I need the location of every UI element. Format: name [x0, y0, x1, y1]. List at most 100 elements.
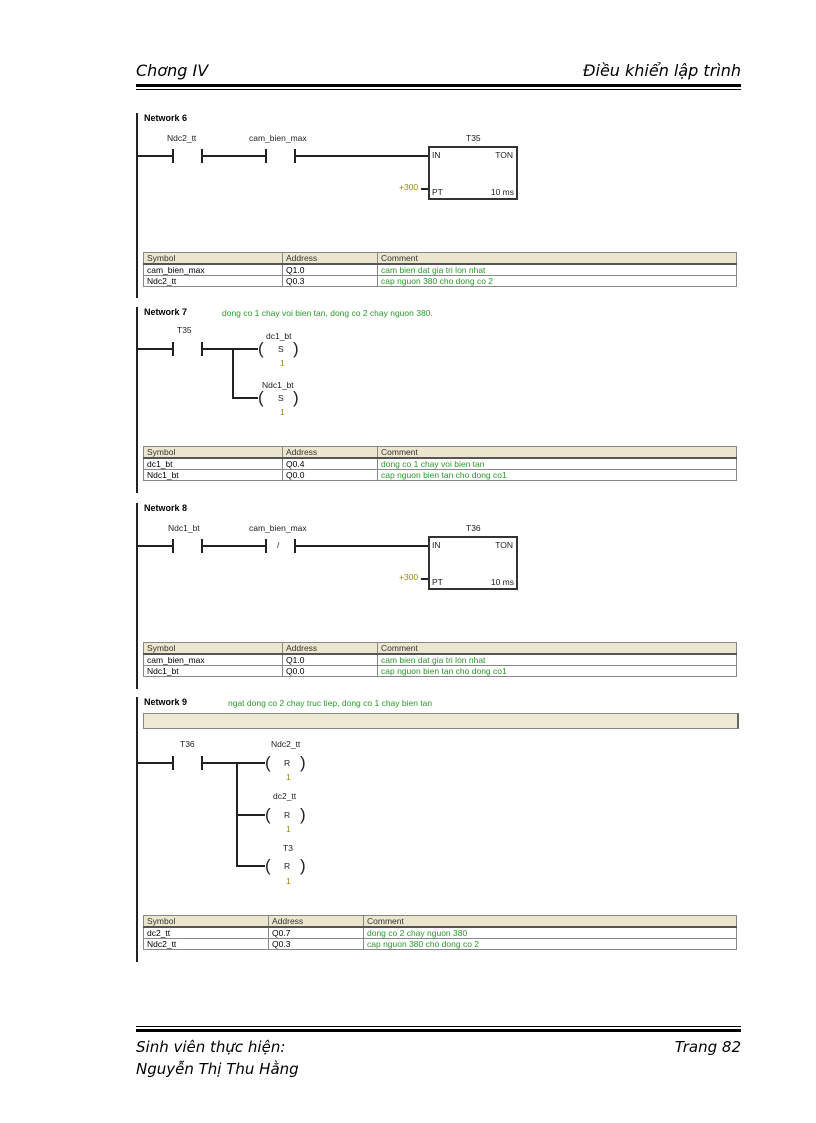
- timer-type: TON: [495, 540, 513, 550]
- contact-label: Ndc2_tt: [167, 133, 197, 143]
- cell-comment: cap nguon 380 cho dong co 2: [377, 275, 737, 287]
- coil-label: Ndc1_bt: [262, 380, 294, 390]
- timer-name: T35: [466, 133, 481, 143]
- coil-open-icon: (: [265, 856, 271, 875]
- coil-op: R: [284, 810, 291, 820]
- network-comment: dong co 1 chay voi bien tan, dong co 2 c…: [222, 308, 433, 318]
- table-row: cam_bien_max Q1.0 cam bien dat gia tri l…: [143, 653, 737, 666]
- coil-open-icon: (: [265, 805, 271, 824]
- timer-preset: +300: [399, 182, 419, 192]
- wire: [138, 348, 172, 350]
- wire: [296, 155, 428, 157]
- table-row: dc2_tt Q0.7 dong co 2 chay nguon 380: [143, 926, 737, 939]
- coil-count: 1: [286, 876, 291, 886]
- th-comment: Comment: [377, 252, 737, 265]
- coil-op: R: [284, 758, 291, 768]
- coil-count: 1: [280, 407, 285, 417]
- contact-no-icon: [201, 342, 203, 356]
- th-symbol: Symbol: [143, 252, 283, 265]
- timer-in-label: IN: [432, 150, 441, 160]
- wire: [138, 762, 172, 764]
- cell-symbol: cam_bien_max: [143, 263, 283, 276]
- cell-symbol: Ndc1_bt: [143, 665, 283, 677]
- coil-close-icon: ): [300, 805, 306, 824]
- cell-comment: cap nguon 380 cho dong co 2: [363, 938, 737, 950]
- contact-label: Ndc1_bt: [168, 523, 200, 533]
- coil-op: S: [278, 344, 284, 354]
- table-row: Ndc1_bt Q0.0 cap nguon bien tan cho dong…: [143, 665, 737, 677]
- cell-comment: cam bien dat gia tri lon nhat: [377, 263, 737, 276]
- cell-symbol: cam_bien_max: [143, 653, 283, 666]
- table-row: Ndc1_bt Q0.0 cap nguon bien tan cho dong…: [143, 469, 737, 481]
- table-row: cam_bien_max Q1.0 cam bien dat gia tri l…: [143, 263, 737, 276]
- coil-label: Ndc2_tt: [271, 739, 301, 749]
- cell-address: Q0.4: [282, 457, 378, 470]
- cell-address: Q1.0: [282, 263, 378, 276]
- symbol-table: Symbol Address Comment cam_bien_max Q1.0…: [143, 252, 737, 287]
- contact-nc-slash: /: [277, 540, 280, 550]
- network-comment-box[interactable]: [143, 713, 739, 729]
- timer-name: T36: [466, 523, 481, 533]
- cell-symbol: dc2_tt: [143, 926, 269, 939]
- contact-no-icon: [201, 539, 203, 553]
- page-number: Trang 82: [674, 1038, 741, 1056]
- cell-comment: cap nguon bien tan cho dong co1: [377, 665, 737, 677]
- contact-label: cam_bien_max: [249, 133, 307, 143]
- contact-no-icon: [172, 756, 174, 770]
- wire: [232, 397, 258, 399]
- th-address: Address: [282, 252, 378, 265]
- network-title: Network 9: [144, 697, 188, 707]
- wire: [421, 578, 428, 580]
- table-row: Ndc2_tt Q0.3 cap nguon 380 cho dong co 2: [143, 275, 737, 287]
- coil-count: 1: [286, 824, 291, 834]
- symbol-table: Symbol Address Comment dc2_tt Q0.7 dong …: [143, 915, 737, 950]
- student-name: Nguyễn Thị Thu Hằng: [136, 1060, 299, 1078]
- th-address: Address: [282, 446, 378, 459]
- timer-base: 10 ms: [490, 577, 514, 587]
- contact-no-icon: [294, 149, 296, 163]
- th-comment: Comment: [377, 642, 737, 655]
- coil-op: R: [284, 861, 291, 871]
- cell-symbol: Ndc1_bt: [143, 469, 283, 481]
- cell-address: Q0.0: [282, 665, 378, 677]
- table-row: dc1_bt Q0.4 dong co 1 chay voi bien tan: [143, 457, 737, 470]
- power-rail: [136, 503, 138, 689]
- chapter-label: Chơng IV: [136, 61, 209, 80]
- coil-close-icon: ): [293, 388, 299, 407]
- contact-no-icon: [201, 149, 203, 163]
- contact-no-icon: [172, 539, 174, 553]
- header-rule-thin: [136, 89, 741, 90]
- cell-comment: cam bien dat gia tri lon nhat: [377, 653, 737, 666]
- symbol-table: Symbol Address Comment dc1_bt Q0.4 dong …: [143, 446, 737, 481]
- timer-pt-label: PT: [432, 187, 443, 197]
- contact-no-icon: [201, 756, 203, 770]
- coil-label: dc1_bt: [266, 331, 292, 341]
- wire: [138, 155, 172, 157]
- contact-label: cam_bien_max: [249, 523, 307, 533]
- network-title: Network 7: [144, 307, 188, 317]
- footer-rule-thin: [136, 1026, 741, 1027]
- contact-label: T36: [180, 739, 195, 749]
- coil-op: S: [278, 393, 284, 403]
- page-header-title: Điều khiển lập trình: [583, 61, 741, 80]
- power-rail: [136, 697, 138, 962]
- wire: [138, 545, 172, 547]
- cell-comment: dong co 1 chay voi bien tan: [377, 457, 737, 470]
- contact-no-icon: [172, 149, 174, 163]
- cell-address: Q0.3: [282, 275, 378, 287]
- th-comment: Comment: [377, 446, 737, 459]
- coil-count: 1: [286, 772, 291, 782]
- header-rule: [136, 84, 741, 87]
- th-symbol: Symbol: [143, 642, 283, 655]
- network-title: Network 6: [144, 113, 188, 123]
- wire: [203, 762, 265, 764]
- coil-close-icon: ): [300, 856, 306, 875]
- wire: [203, 348, 258, 350]
- cell-address: Q1.0: [282, 653, 378, 666]
- cell-comment: dong co 2 chay nguon 380: [363, 926, 737, 939]
- coil-close-icon: ): [300, 753, 306, 772]
- wire: [421, 188, 428, 190]
- wire: [203, 545, 265, 547]
- table-row: Ndc2_tt Q0.3 cap nguon 380 cho dong co 2: [143, 938, 737, 950]
- cell-address: Q0.0: [282, 469, 378, 481]
